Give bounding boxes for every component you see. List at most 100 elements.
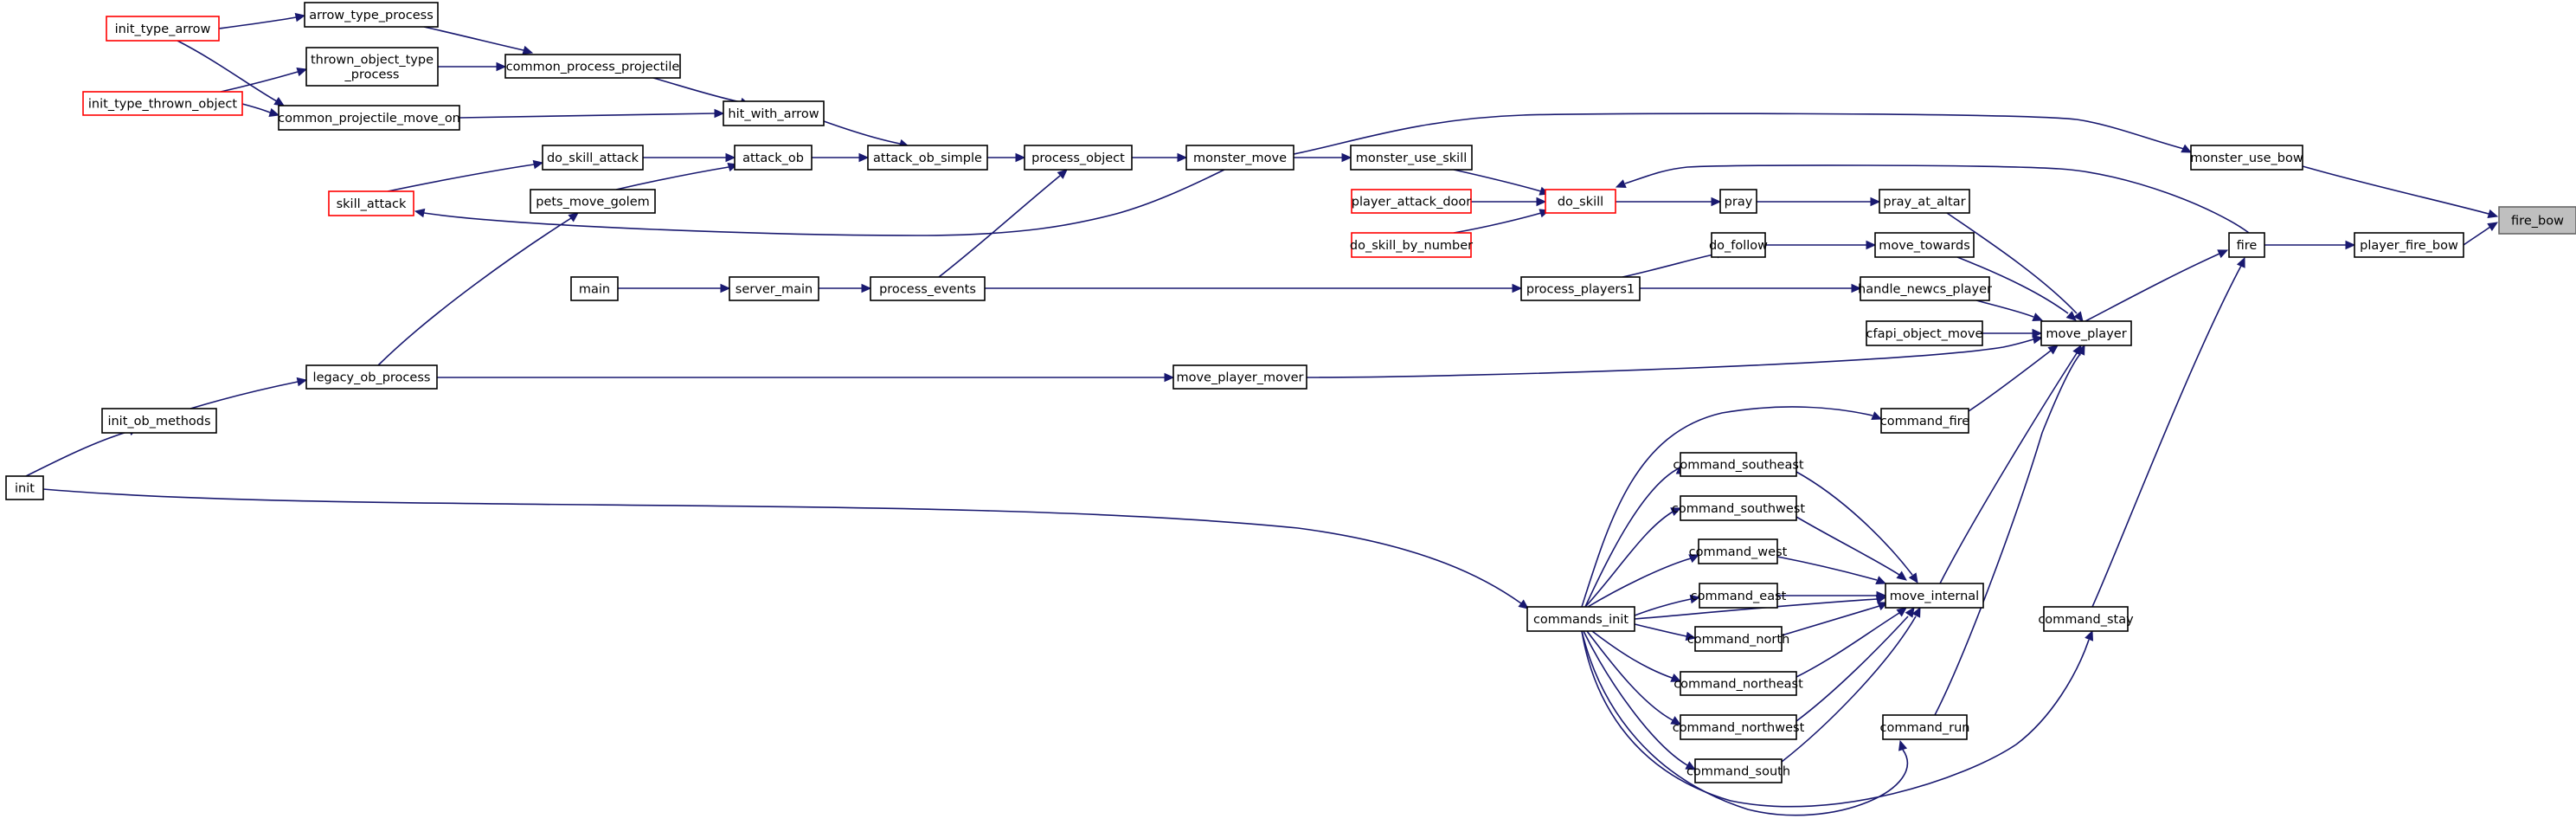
- nodes-layer: fire_bow player_fire_bow monster_use_bowfi…: [5, 2, 2576, 783]
- node-common-process-projectile[interactable]: common_process_projectile: [504, 54, 681, 79]
- node-command-fire[interactable]: command_fire: [1880, 408, 1969, 434]
- edge-attack_ob_simple-to-process_object: [987, 152, 1026, 163]
- node-handle-newcs-player[interactable]: handle_newcs_player: [1858, 276, 1992, 301]
- node-label: handle_newcs_player: [1858, 283, 1992, 297]
- node-init-type-thrown-object[interactable]: init_type_thrown_object: [82, 91, 243, 116]
- edge-arrowhead: [1685, 631, 1697, 641]
- node-box: [867, 145, 988, 171]
- node-pets-move-golem[interactable]: pets_move_golem: [530, 189, 656, 214]
- edge-arrowhead: [2217, 249, 2229, 259]
- node-label: command_northeast: [1673, 678, 1803, 692]
- node-server-main[interactable]: server_main: [729, 276, 819, 301]
- node-player-fire-bow[interactable]: player_fire_bow: [2354, 232, 2464, 258]
- node-process-object[interactable]: process_object: [1024, 145, 1133, 171]
- edge-legacy_ob_process-to-move_player_mover: [437, 372, 1175, 383]
- node-command-south[interactable]: command_south: [1686, 758, 1790, 783]
- edge-command_northeast-to-move_internal: [1795, 607, 1907, 678]
- node-box: [2228, 232, 2265, 258]
- node-monster-move[interactable]: monster_move: [1185, 145, 1294, 171]
- node-do-skill-attack[interactable]: do_skill_attack: [542, 145, 644, 171]
- node-command-southeast[interactable]: command_southeast: [1673, 452, 1804, 477]
- node-label: pray: [1725, 196, 1753, 210]
- edge-arrowhead: [2487, 209, 2499, 218]
- node-fire[interactable]: fire: [2228, 232, 2265, 258]
- node-main[interactable]: main: [570, 276, 619, 301]
- node-pray[interactable]: pray: [1719, 189, 1757, 214]
- node-move-player-mover[interactable]: move_player_mover: [1172, 364, 1307, 390]
- node-box: [278, 105, 460, 131]
- node-box: [1351, 189, 1472, 214]
- edge-fire-to-player_fire_bow: [2264, 240, 2356, 250]
- edge-line: [1795, 471, 1913, 576]
- node-monster-use-bow[interactable]: monster_use_bow: [2190, 145, 2303, 171]
- node-attack-ob-simple[interactable]: attack_ob_simple: [867, 145, 988, 171]
- node-command-north[interactable]: command_north: [1687, 626, 1790, 652]
- node-cfapi-object-move[interactable]: cfapi_object_move: [1866, 320, 1983, 346]
- node-init-ob-methods[interactable]: init_ob_methods: [101, 408, 217, 434]
- edge-monster_move-to-skill_attack: [414, 169, 1225, 236]
- edge-line: [1586, 630, 1675, 722]
- edge-command_northwest-to-move_internal: [1795, 607, 1915, 722]
- edge-do_skill_attack-to-attack_ob: [643, 152, 736, 163]
- node-command-northeast[interactable]: command_northeast: [1673, 671, 1803, 696]
- node-label: attack_ob_simple: [873, 151, 982, 165]
- node-move-internal[interactable]: move_internal: [1885, 583, 1984, 609]
- node-box: [2040, 320, 2132, 346]
- edge-line: [1795, 616, 1909, 722]
- node-label: player_attack_door: [1352, 196, 1472, 210]
- edge-process_players1-to-handle_newcs_player: [1640, 283, 1862, 293]
- node-pray-at-altar[interactable]: pray_at_altar: [1879, 189, 1970, 214]
- edge-line: [423, 169, 1225, 236]
- node-process-players1[interactable]: process_players1: [1520, 276, 1641, 301]
- node-skill-attack[interactable]: skill_attack: [328, 190, 414, 216]
- edge-line: [2463, 226, 2491, 246]
- node-box: [1680, 671, 1797, 696]
- edge-line: [190, 381, 299, 409]
- node-command-northwest[interactable]: command_northwest: [1673, 714, 1805, 740]
- edge-line: [1795, 612, 1900, 678]
- edge-arrowhead: [1670, 507, 1682, 517]
- node-legacy-ob-process[interactable]: legacy_ob_process: [305, 364, 438, 390]
- node-command-east[interactable]: command_east: [1691, 583, 1787, 609]
- node-hit-with-arrow[interactable]: hit_with_arrow: [723, 100, 825, 126]
- node-box: [2498, 206, 2576, 235]
- node-command-southwest[interactable]: command_southwest: [1672, 495, 1805, 521]
- node-monster-use-skill[interactable]: monster_use_skill: [1350, 145, 1473, 171]
- edge-command_stay-to-fire: [2091, 256, 2245, 608]
- edge-arrowhead: [273, 96, 286, 106]
- edge-line: [1939, 352, 2078, 584]
- edge-line: [1584, 467, 1681, 608]
- edge-process_object-to-monster_move: [1132, 152, 1188, 163]
- node-player-attack-door[interactable]: player_attack_door: [1351, 189, 1472, 214]
- node-move-towards[interactable]: move_towards: [1874, 232, 1975, 258]
- node-attack-ob[interactable]: attack_ob: [734, 145, 813, 171]
- node-box: [1694, 758, 1783, 783]
- node-process-events[interactable]: process_events: [870, 276, 986, 301]
- node-command-west[interactable]: command_west: [1689, 538, 1788, 564]
- node-box: [2354, 232, 2464, 258]
- node-arrow-type-process[interactable]: arrow_type_process: [304, 2, 439, 28]
- node-do-skill-by-number[interactable]: do_skill_by_number: [1350, 232, 1473, 258]
- node-move-player[interactable]: move_player: [2040, 320, 2132, 346]
- node-init-type-arrow[interactable]: init_type_arrow: [106, 16, 220, 42]
- edge-handle_newcs_player-to-move_player: [1975, 300, 2044, 322]
- node-do-follow[interactable]: do_follow: [1709, 232, 1768, 258]
- node-fire-bow[interactable]: fire_bow: [2498, 206, 2576, 235]
- node-init[interactable]: init: [5, 475, 44, 500]
- node-do-skill[interactable]: do_skill: [1545, 189, 1616, 214]
- edge-commands_init-to-command_southwest: [1584, 507, 1682, 608]
- edge-line: [42, 488, 1522, 604]
- node-command-stay[interactable]: command_stay: [2038, 606, 2134, 632]
- node-thrown-object-type-process[interactable]: thrown_object_type_process: [305, 47, 439, 87]
- edge-arrowhead: [1711, 197, 1722, 207]
- node-commands-init[interactable]: commands_init: [1526, 606, 1635, 632]
- node-common-projectile-move-on[interactable]: common_projectile_move_on: [278, 105, 460, 131]
- node-label: server_main: [736, 283, 813, 297]
- node-command-run[interactable]: command_run: [1880, 714, 1970, 740]
- edge-arrowhead: [2032, 313, 2044, 322]
- node-label: process_players1: [1526, 283, 1635, 297]
- node-label: skill_attack: [337, 197, 407, 211]
- node-box: [530, 189, 656, 214]
- edge-line: [1591, 630, 1675, 680]
- edge-player_attack_door-to-do_skill: [1471, 197, 1547, 207]
